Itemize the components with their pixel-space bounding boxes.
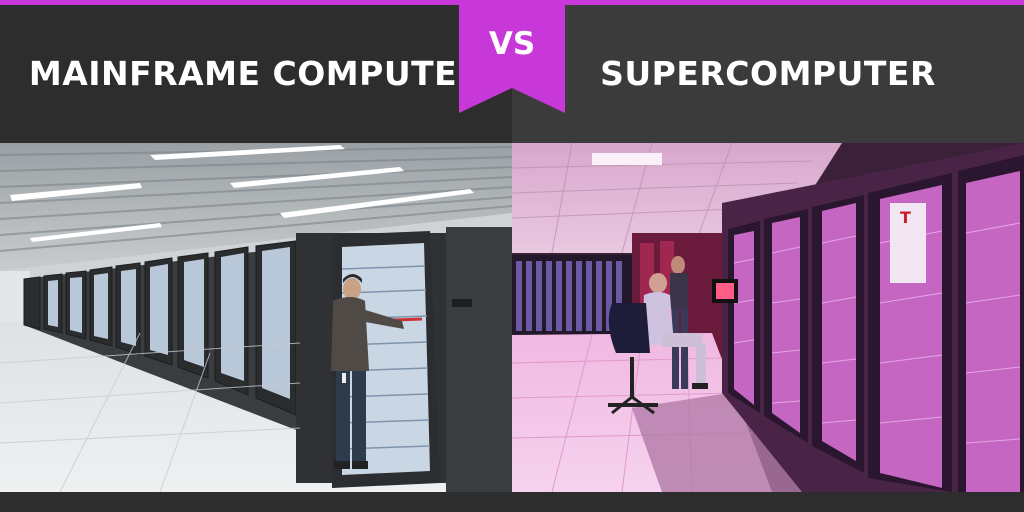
right-title: SUPERCOMPUTER (600, 53, 936, 93)
svg-text:T: T (900, 208, 911, 227)
left-title: MAINFRAME COMPUTER (28, 53, 484, 93)
ribbon-shape (459, 0, 565, 113)
supercomputer-photo: T (512, 143, 1024, 492)
mainframe-photo (0, 143, 512, 492)
left-header: MAINFRAME COMPUTER (0, 5, 512, 143)
bottom-bar (0, 492, 1024, 512)
right-header: SUPERCOMPUTER (512, 5, 1024, 143)
vs-label: VS (488, 26, 536, 62)
vs-ribbon: VS (459, 0, 565, 113)
